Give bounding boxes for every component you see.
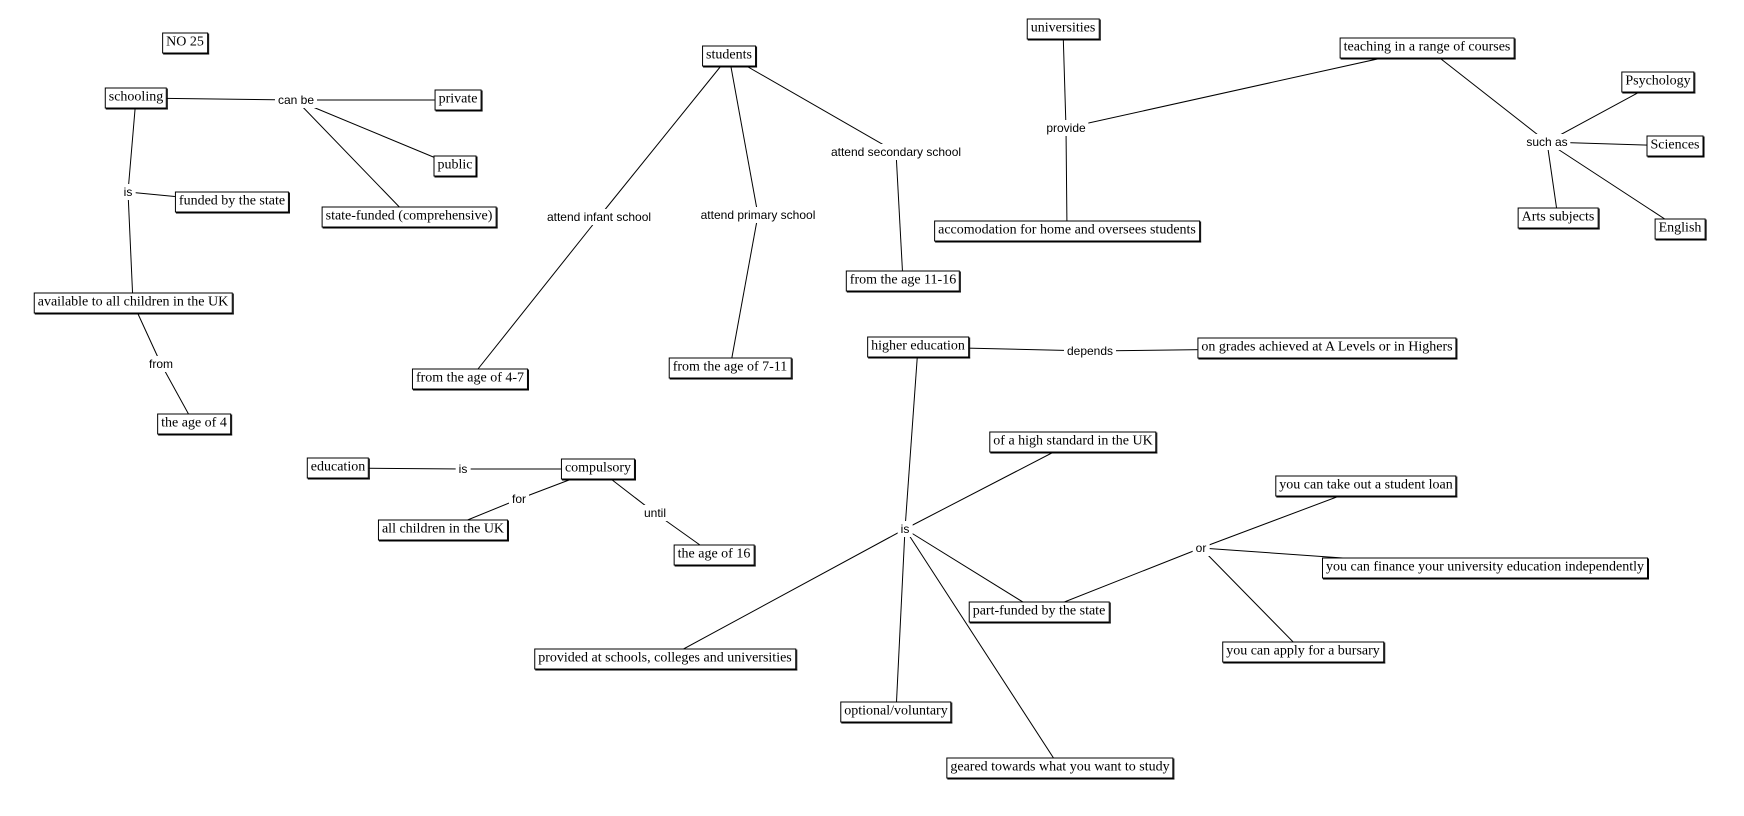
link-is-education: is [455, 461, 471, 477]
connector-l-can-be-to-n-public [295, 99, 456, 167]
connector-l-is-higher-to-n-high-standard [904, 441, 1074, 530]
concept-psychology[interactable]: Psychology [1621, 71, 1697, 94]
connector-n-students-to-l-primary [728, 55, 759, 216]
concept-education[interactable]: education [306, 457, 371, 480]
connector-l-is-higher-to-n-provided [664, 528, 906, 660]
connector-l-such-as-to-n-arts [1546, 141, 1559, 219]
concept-universities[interactable]: universities [1026, 18, 1100, 41]
link-attend-primary-school: attend primary school [697, 207, 819, 223]
link-for: for [508, 491, 530, 507]
connector-n-higher-to-l-is-higher [904, 346, 919, 530]
link-is-schooling: is [120, 184, 136, 200]
link-depends: depends [1063, 343, 1117, 359]
link-or: or [1192, 540, 1210, 556]
concept-sciences[interactable]: Sciences [1646, 135, 1705, 158]
concept-state-funded[interactable]: state-funded (comprehensive) [321, 206, 498, 229]
link-such-as: such as [1523, 134, 1571, 150]
concept-from-the-age-11-16[interactable]: from the age 11-16 [845, 270, 962, 293]
connector-l-or-to-n-bursary [1200, 547, 1304, 653]
concept-teaching-in-a-range-of-courses[interactable]: teaching in a range of courses [1339, 37, 1516, 60]
concept-accomodation[interactable]: accomodation for home and oversees stude… [934, 220, 1201, 243]
connector-l-is-schooling-to-n-available [127, 191, 134, 304]
concept-funded-by-the-state[interactable]: funded by the state [174, 191, 291, 214]
concept-part-funded-by-the-state[interactable]: part-funded by the state [968, 601, 1110, 624]
connector-l-secondary-to-n-age11-16 [895, 151, 904, 282]
concept-public[interactable]: public [433, 155, 478, 178]
concept-arts-subjects[interactable]: Arts subjects [1517, 207, 1600, 230]
connector-l-can-be-to-n-state-funded [295, 99, 410, 218]
connector-l-primary-to-n-age7-11 [729, 214, 759, 369]
concept-english[interactable]: English [1654, 218, 1707, 241]
concept-students[interactable]: students [702, 45, 757, 68]
concept-all-children-in-the-uk[interactable]: all children in the UK [377, 519, 510, 542]
link-from: from [146, 356, 176, 372]
connector-l-provide-to-n-accomodation [1065, 127, 1068, 232]
connector-n-universities-to-l-provide [1062, 28, 1067, 129]
concept-higher-education[interactable]: higher education [867, 336, 970, 359]
connector-n-students-to-l-secondary [728, 55, 897, 153]
concept-schooling[interactable]: schooling [104, 87, 169, 110]
concept-available-to-all-children[interactable]: available to all children in the UK [33, 292, 233, 315]
connector-l-is-higher-to-n-part-funded [904, 528, 1040, 613]
connector-l-such-as-to-n-english [1546, 141, 1681, 230]
connector-l-provide-to-n-teaching [1065, 47, 1428, 129]
concept-provided-at-schools[interactable]: provided at schools, colleges and univer… [534, 648, 797, 671]
connector-n-schooling-to-l-is-schooling [127, 97, 137, 193]
concept-grades-a-levels-highers[interactable]: on grades achieved at A Levels or in Hig… [1197, 337, 1458, 360]
concept-optional-voluntary[interactable]: optional/voluntary [840, 701, 954, 724]
connector-l-is-higher-to-n-geared [904, 528, 1061, 769]
concept-the-age-of-4[interactable]: the age of 4 [157, 413, 232, 436]
concept-high-standard-in-the-uk[interactable]: of a high standard in the UK [989, 431, 1159, 454]
connector-n-students-to-l-infant [598, 55, 730, 218]
link-provide: provide [1043, 120, 1089, 136]
concept-apply-for-bursary[interactable]: you can apply for a bursary [1222, 641, 1385, 664]
concept-from-the-age-of-7-11[interactable]: from the age of 7-11 [668, 357, 792, 380]
concept-student-loan[interactable]: you can take out a student loan [1275, 475, 1459, 498]
connector-n-part-funded-to-l-or [1038, 547, 1202, 613]
concept-the-age-of-16[interactable]: the age of 16 [673, 544, 756, 567]
link-until: until [640, 505, 670, 521]
concept-private[interactable]: private [434, 89, 483, 112]
map-title-box[interactable]: NO 25 [162, 32, 209, 55]
concept-from-the-age-of-4-7[interactable]: from the age of 4-7 [411, 368, 530, 391]
link-is-higher-education: is [897, 521, 913, 537]
concept-finance-independently[interactable]: you can finance your university educatio… [1321, 557, 1650, 580]
concept-geared-towards-study[interactable]: geared towards what you want to study [946, 757, 1175, 780]
link-attend-secondary-school: attend secondary school [827, 144, 965, 160]
connector-l-infant-to-n-age4-7 [469, 216, 600, 380]
link-attend-infant-school: attend infant school [543, 209, 655, 225]
connector-l-is-higher-to-n-optional [895, 528, 906, 713]
concept-compulsory[interactable]: compulsory [560, 458, 637, 481]
link-can-be: can be [274, 92, 318, 108]
connector-n-teaching-to-l-such-as [1426, 47, 1548, 143]
